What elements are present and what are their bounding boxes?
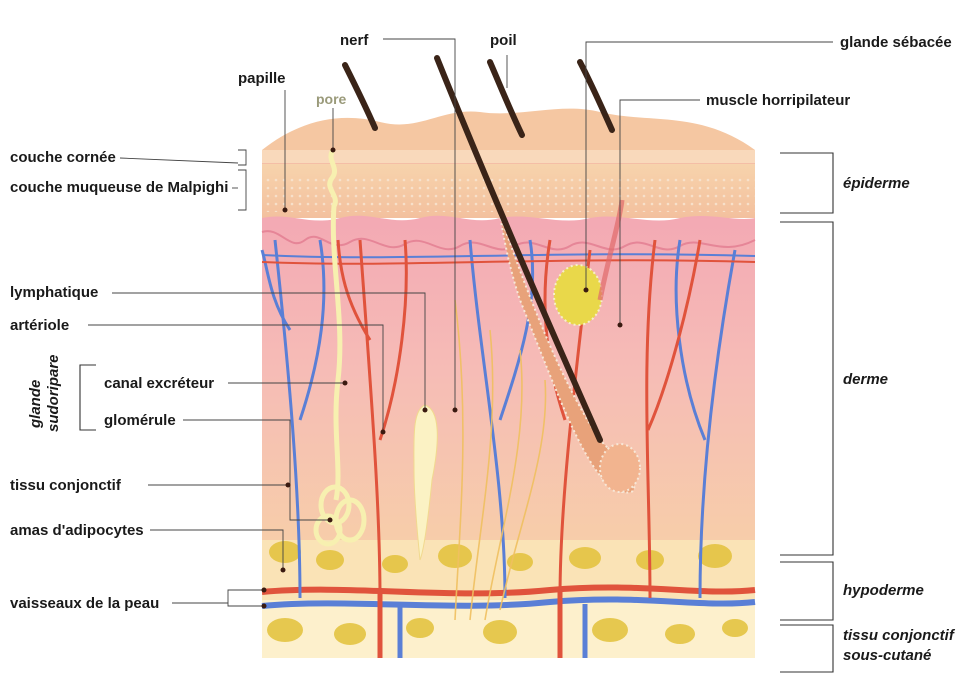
label-glande-sebacee: glande sébacée bbox=[840, 34, 952, 51]
hair-bulb bbox=[600, 444, 640, 492]
label-arteriole: artériole bbox=[10, 317, 69, 334]
label-canal-excreteur: canal excréteur bbox=[104, 375, 214, 392]
sebaceous-gland bbox=[554, 265, 602, 325]
layer-epiderme: épiderme bbox=[843, 175, 910, 192]
label-glomerule: glomérule bbox=[104, 412, 176, 429]
label-lymphatique: lymphatique bbox=[10, 284, 98, 301]
layer-derme: derme bbox=[843, 371, 888, 388]
label-poil: poil bbox=[490, 32, 517, 49]
label-couche-cornee: couche cornée bbox=[10, 149, 116, 166]
layer-tissu-conjonctif-sous-cutane-1: tissu conjonctif bbox=[843, 627, 956, 644]
label-muscle-horripilateur: muscle horripilateur bbox=[706, 92, 850, 109]
label-couche-muqueuse: couche muqueuse de Malpighi bbox=[10, 179, 228, 196]
tissue-block bbox=[262, 58, 755, 658]
layer-tissu-conjonctif-sous-cutane-2: sous-cutané bbox=[843, 647, 931, 664]
label-tissu-conjonctif: tissu conjonctif bbox=[10, 477, 122, 494]
layer-hypoderme: hypoderme bbox=[843, 582, 924, 599]
label-nerf: nerf bbox=[340, 32, 369, 49]
label-vaisseaux-peau: vaisseaux de la peau bbox=[10, 595, 159, 612]
stratum-corneum bbox=[262, 150, 755, 164]
label-amas-adipocytes: amas d'adipocytes bbox=[10, 522, 144, 539]
label-glande: glande bbox=[27, 380, 44, 429]
label-pore: pore bbox=[316, 91, 347, 107]
label-papille: papille bbox=[238, 70, 286, 87]
label-sudoripare: sudoripare bbox=[45, 354, 62, 432]
